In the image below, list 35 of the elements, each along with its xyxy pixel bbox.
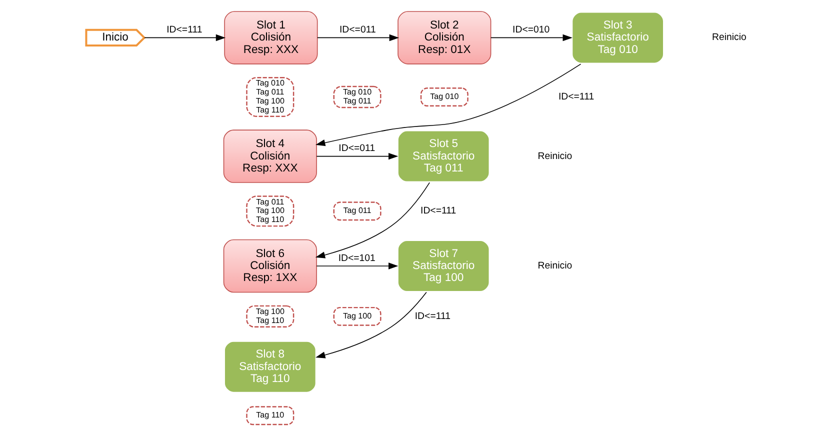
edge-label: ID<=010 <box>512 24 550 36</box>
node-box: Slot 4 Colisión Resp: XXX <box>222 130 316 183</box>
arrow <box>316 152 398 160</box>
edge-label: ID<=111 <box>166 24 202 36</box>
node-box: Slot 3 Satisfactorio Tag 010 <box>570 10 665 66</box>
edge-label: ID<=011 <box>338 143 375 154</box>
edge-label: ID<=101 <box>338 252 375 264</box>
node-box: Slot 1 Colisión Resp: XXX <box>224 11 318 64</box>
node-box: Tag 011 Tag 100 Tag 110 <box>246 196 294 227</box>
arrow <box>315 64 581 146</box>
node-box: Slot 5 Satisfactorio Tag 011 <box>396 128 491 184</box>
node-box: Tag 100 <box>332 306 381 326</box>
node-box: Slot 7 Satisfactorio Tag 100 <box>396 238 491 294</box>
node-box: Slot 6 Colisión Resp: 1XX <box>222 239 316 293</box>
arrow <box>490 34 572 42</box>
edge-label: ID<=111 <box>414 310 450 322</box>
arrow <box>316 34 398 42</box>
node-box: Tag 010 <box>420 88 468 106</box>
node-box: Tag 010 Tag 011 <box>332 86 381 108</box>
node-box: Tag 110 <box>246 406 294 426</box>
edge-label: ID<=111 <box>420 206 456 217</box>
label: Reinicio <box>537 150 572 162</box>
label: Reinicio <box>537 260 572 272</box>
arrow <box>316 262 398 270</box>
edge-label: ID<=111 <box>558 91 594 102</box>
edge-label: ID<=011 <box>338 24 376 36</box>
node-box: Tag 100 Tag 110 <box>246 305 294 328</box>
node-box: Tag 011 <box>332 202 381 221</box>
arrow <box>315 292 426 358</box>
node-box: Slot 2 Colisión Resp: 01X <box>397 11 491 64</box>
node-box: Slot 8 Satisfactorio Tag 110 <box>222 339 318 394</box>
node-box: Tag 010 Tag 011 Tag 100 Tag 110 <box>246 77 294 117</box>
arrow <box>314 182 430 258</box>
arrow <box>144 34 226 42</box>
label: Reinicio <box>711 32 746 44</box>
